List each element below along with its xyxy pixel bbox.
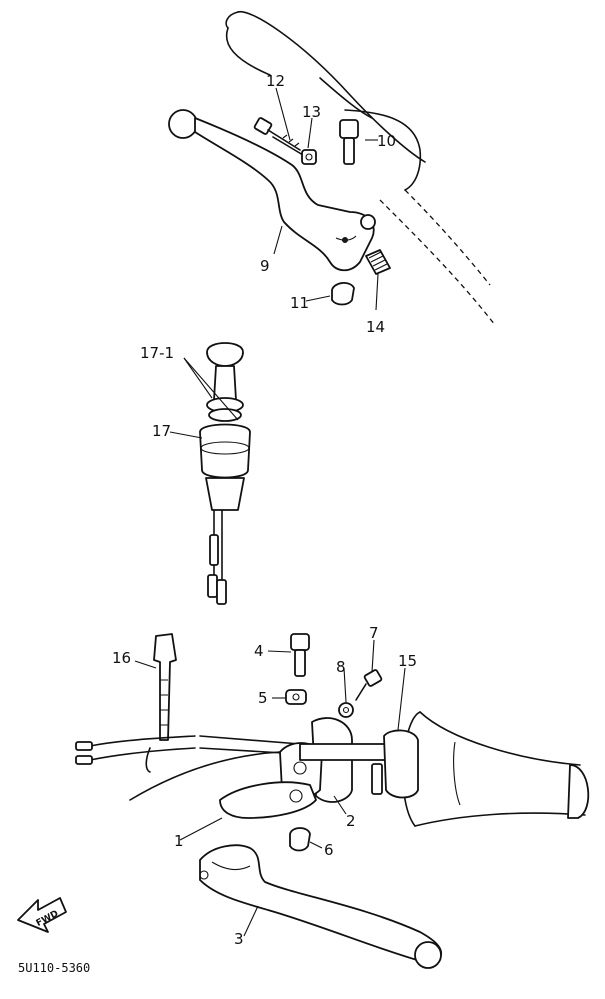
nut-5: [285, 689, 307, 705]
callout-leaders-top: [273, 87, 379, 311]
switch-knob-17-1: [206, 342, 244, 422]
callout-3: 3: [234, 930, 244, 948]
pivot-bolt-4: [290, 633, 310, 677]
wire-harness: [75, 735, 301, 801]
nut-6: [289, 827, 311, 852]
callout-2: 2: [346, 812, 356, 830]
callout-15: 15: [398, 652, 417, 670]
callout-8: 8: [336, 658, 346, 676]
right-handlebar-grip: [225, 10, 496, 326]
callout-17-1: 17-1: [140, 344, 174, 362]
fwd-arrow-icon: FWD: [17, 897, 67, 933]
nut-11: [331, 282, 355, 306]
spring-14: [365, 249, 391, 275]
callout-5: 5: [258, 689, 268, 707]
callout-9: 9: [260, 257, 270, 275]
part-code: 5U110-5360: [18, 961, 90, 975]
callout-1: 1: [174, 832, 184, 850]
nut-13: [301, 149, 317, 165]
bolt-12: [253, 117, 304, 156]
callout-13: 13: [302, 103, 321, 121]
clamp-15: [371, 729, 419, 799]
bracket-1: [219, 781, 317, 819]
callout-7: 7: [369, 624, 379, 642]
callout-leaders-mid: [169, 357, 239, 439]
callout-11: 11: [290, 294, 309, 312]
pivot-bolt-10: [339, 119, 359, 165]
screw-7: [355, 669, 383, 701]
callout-10: 10: [377, 132, 396, 150]
callout-14: 14: [366, 318, 385, 336]
callout-4: 4: [254, 642, 264, 660]
callout-16: 16: [112, 649, 131, 667]
clutch-lever-3: [199, 844, 442, 969]
callout-17: 17: [152, 422, 171, 440]
nut-8: [338, 702, 354, 718]
brake-lever-9: [168, 109, 376, 272]
left-handlebar-grip: [402, 711, 590, 827]
callout-6: 6: [324, 841, 334, 859]
switch-body-17: [199, 423, 251, 605]
callout-leaders-bottom: [134, 639, 406, 937]
callout-12: 12: [266, 72, 285, 90]
